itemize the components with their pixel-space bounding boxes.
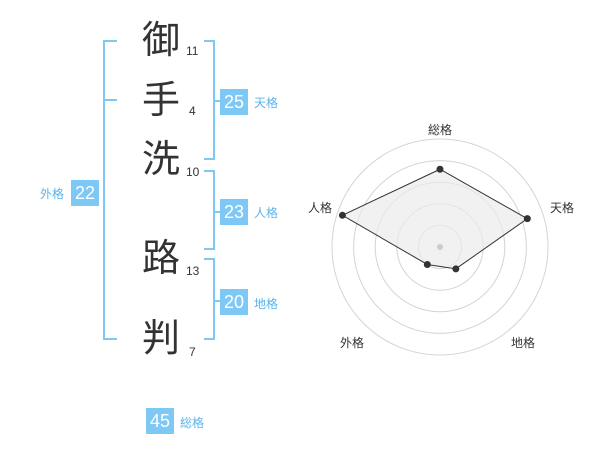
tenkaku-label: 天格 (254, 96, 279, 110)
name-char-2: 手 (142, 78, 181, 122)
radar-points (338, 165, 531, 273)
soukaku-label: 総格 (180, 416, 205, 430)
gaikaku-bracket-vertical (103, 40, 105, 340)
chikaku-bracket-top (204, 258, 215, 260)
radar-label-jinkaku: 人格 (308, 201, 333, 215)
radar-label-chikaku: 地格 (511, 336, 536, 350)
gaikaku-label: 外格 (40, 187, 65, 201)
stroke-count-3: 10 (186, 165, 200, 179)
name-char-1: 御 (142, 18, 181, 62)
radar-center-dot (437, 244, 443, 250)
jinkaku-bracket-vertical (213, 170, 215, 250)
radar-ring-4 (353, 160, 527, 334)
radar-point-chikaku (452, 265, 460, 273)
chikaku-bracket-stub (213, 300, 222, 302)
soukaku-value: 45 (146, 408, 174, 434)
gaikaku-bracket-top (103, 40, 117, 42)
chikaku-value: 20 (220, 289, 248, 315)
gaikaku-value: 22 (71, 180, 99, 206)
stroke-count-4: 13 (186, 264, 200, 278)
tenkaku-bracket-bottom (204, 158, 215, 160)
name-char-5: 判 (142, 316, 181, 360)
jinkaku-bracket-bottom (204, 248, 215, 250)
radar-point-gaikaku (423, 260, 431, 268)
radar-label-gaikaku: 外格 (340, 336, 365, 350)
radar-polygon (341, 168, 529, 270)
radar-point-soukaku (436, 165, 444, 173)
radar-point-jinkaku (338, 211, 346, 219)
jinkaku-label: 人格 (254, 206, 279, 220)
stroke-count-1: 11 (186, 44, 199, 58)
name-char-3: 洗 (142, 137, 181, 181)
jinkaku-bracket-stub (213, 211, 222, 213)
gaikaku-bracket-mid (103, 99, 117, 101)
chikaku-label: 地格 (254, 297, 279, 311)
name-char-4: 路 (142, 236, 181, 280)
radar-label-tenkaku: 天格 (550, 201, 575, 215)
radar-label-soukaku: 総格 (428, 123, 453, 137)
radar-ring-5 (331, 138, 549, 356)
tenkaku-bracket-top (204, 40, 215, 42)
tenkaku-value: 25 (220, 89, 248, 115)
jinkaku-value: 23 (220, 199, 248, 225)
gaikaku-bracket-bottom (103, 338, 117, 340)
chikaku-bracket-vertical (213, 258, 215, 340)
jinkaku-bracket-top (204, 170, 215, 172)
chikaku-bracket-bottom (204, 338, 215, 340)
stroke-count-5: 7 (189, 345, 196, 359)
radar-point-tenkaku (523, 215, 531, 223)
stroke-count-2: 4 (189, 104, 196, 118)
tenkaku-bracket-stub (213, 100, 222, 102)
